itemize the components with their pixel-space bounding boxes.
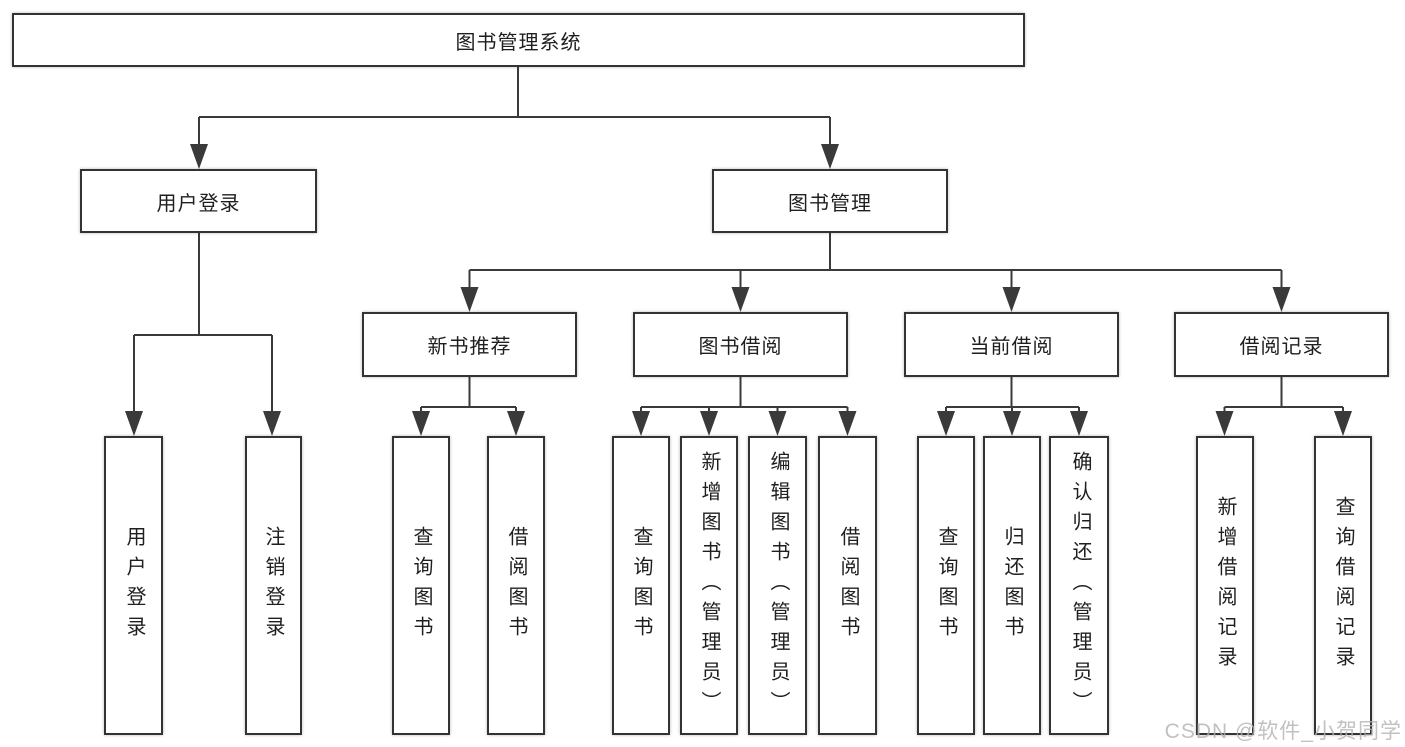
arrow-head	[190, 144, 208, 169]
arrow-head	[1215, 411, 1234, 436]
arrow-head	[125, 411, 143, 436]
leaf-user-login: 用户登录	[104, 436, 163, 735]
leaf-add-borrow-record: 新增借阅记录	[1196, 436, 1254, 735]
arrow-head	[937, 411, 955, 436]
arrow-head	[412, 411, 430, 436]
arrow-head	[768, 411, 787, 436]
leaf-recommend-query-book: 查询图书	[392, 436, 450, 735]
node-book-management: 图书管理	[712, 169, 948, 233]
leaf-edit-book-admin: 编辑图书（管理员）	[748, 436, 807, 735]
arrow-head	[700, 411, 718, 436]
watermark: CSDN @软件_小贺同学	[1164, 720, 1402, 743]
node-book-borrowing: 图书借阅	[633, 312, 848, 377]
node-library-management-system: 图书管理系统	[12, 13, 1025, 67]
arrow-head	[731, 287, 750, 312]
node-borrowing-records: 借阅记录	[1174, 312, 1389, 377]
arrow-head	[1272, 287, 1291, 312]
leaf-current-query-book: 查询图书	[917, 436, 975, 735]
leaf-add-book-admin: 新增图书（管理员）	[680, 436, 738, 735]
node-new-book-recommend: 新书推荐	[362, 312, 577, 377]
arrow-head	[821, 144, 839, 169]
arrow-head	[263, 411, 281, 436]
arrow-head	[507, 411, 525, 436]
leaf-query-borrow-record: 查询借阅记录	[1314, 436, 1372, 735]
leaf-borrowing-borrow-book: 借阅图书	[818, 436, 877, 735]
leaf-confirm-return-admin: 确认归还（管理员）	[1049, 436, 1109, 735]
arrow-head	[1070, 411, 1088, 436]
arrow-head	[1003, 411, 1021, 436]
arrow-head	[632, 411, 650, 436]
leaf-recommend-borrow-book: 借阅图书	[487, 436, 545, 735]
node-current-borrowing: 当前借阅	[904, 312, 1119, 377]
arrow-head	[1334, 411, 1352, 436]
leaf-borrowing-query-book: 查询图书	[612, 436, 670, 735]
arrow-head	[838, 411, 857, 436]
node-user-login: 用户登录	[80, 169, 317, 233]
leaf-logout: 注销登录	[245, 436, 302, 735]
arrow-head	[1002, 287, 1021, 312]
leaf-return-book: 归还图书	[983, 436, 1041, 735]
arrow-head	[460, 287, 479, 312]
